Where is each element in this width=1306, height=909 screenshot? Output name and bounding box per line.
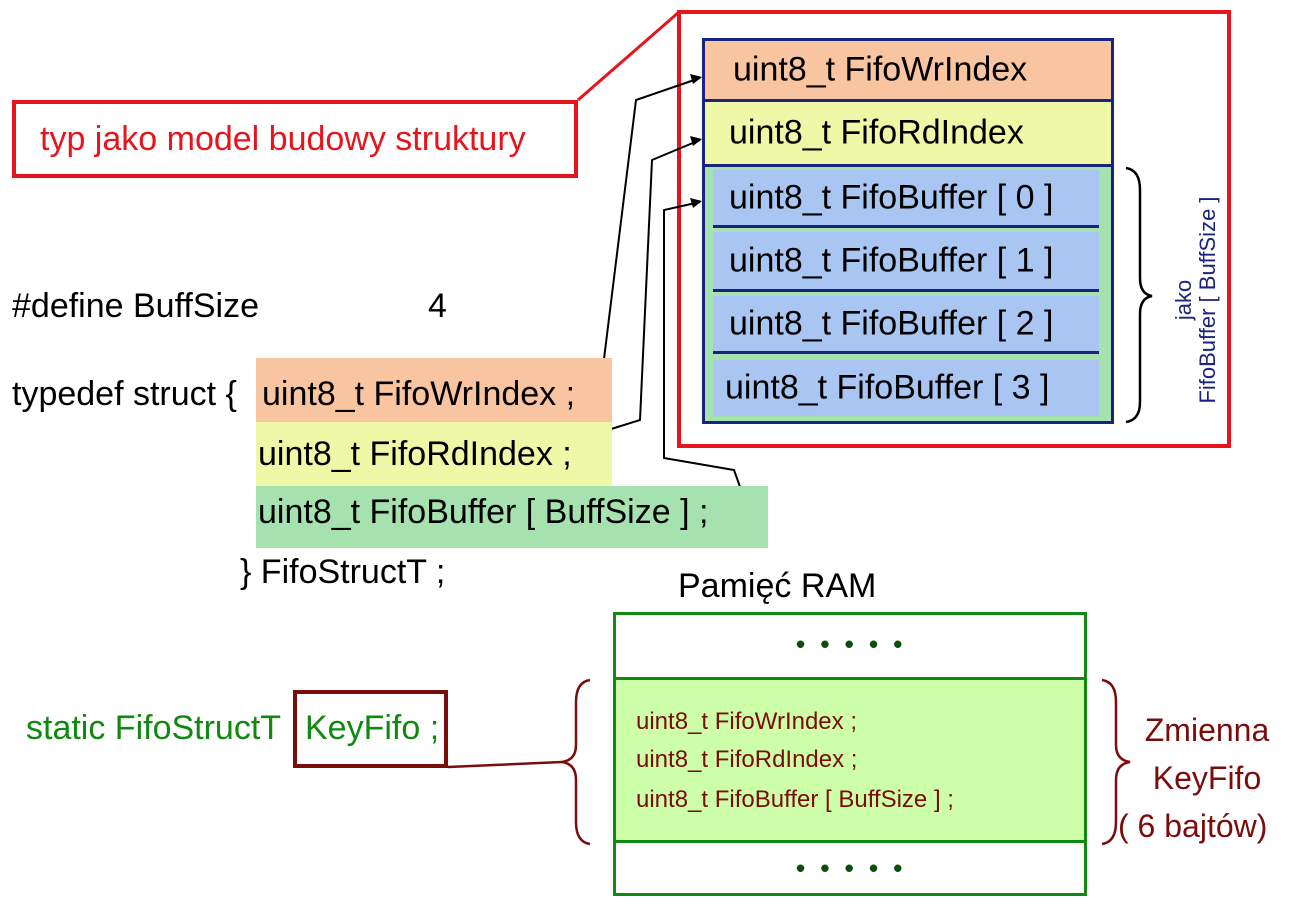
- ram-row-bottom: • • • • •: [616, 843, 1084, 893]
- title-box: typ jako model budowy struktury: [12, 100, 578, 178]
- ram-var-label-3: ( 6 bajtów): [1118, 808, 1268, 844]
- wr-arrow: [602, 77, 701, 368]
- ram-row-top: • • • • •: [616, 615, 1084, 677]
- ram-line-2: uint8_t FifoRdIndex ;: [636, 746, 858, 773]
- typedef-field-buf: uint8_t FifoBuffer [ BuffSize ] ;: [256, 486, 768, 548]
- model-cell-buf2: uint8_t FifoBuffer [ 2 ]: [713, 296, 1099, 354]
- buffer-brace: [1125, 166, 1153, 424]
- typedef-field-wr: uint8_t FifoWrIndex ;: [256, 358, 612, 422]
- rd-arrow-head: [690, 136, 702, 146]
- model-cell-wr-label: uint8_t FifoWrIndex: [733, 50, 1028, 89]
- typedef-field-rd-text: uint8_t FifoRdIndex ;: [258, 435, 572, 473]
- model-cell-buf0-label: uint8_t FifoBuffer [ 0 ]: [729, 178, 1054, 216]
- define-value: 4: [428, 287, 447, 325]
- ram-title: Pamięć RAM: [678, 567, 877, 605]
- model-cell-rd-label: uint8_t FifoRdIndex: [729, 113, 1024, 152]
- keyfifo-connector: [447, 760, 563, 769]
- wr-arrow-head: [690, 74, 702, 84]
- model-cell-buf1: uint8_t FifoBuffer [ 1 ]: [713, 232, 1099, 292]
- model-cell-buf3: uint8_t FifoBuffer [ 3 ]: [713, 360, 1099, 416]
- ram-var-label-2: KeyFifo: [1152, 760, 1262, 796]
- ram-var-label-1: Zmienna: [1144, 712, 1270, 748]
- typedef-open: typedef struct {: [12, 375, 237, 413]
- buffer-brace-label-2: FifoBuffer [ BuffSize ]: [1195, 196, 1220, 404]
- ram-dots-bottom: • • • • •: [796, 853, 907, 883]
- keyfifo-box: KeyFifo ;: [293, 690, 448, 768]
- define-keyword: #define BuffSize: [12, 287, 259, 325]
- typedef-field-wr-text: uint8_t FifoWrIndex ;: [262, 375, 576, 413]
- ram-dots-top: • • • • •: [796, 629, 907, 659]
- title-text: typ jako model budowy struktury: [40, 120, 526, 158]
- model-cell-rd: uint8_t FifoRdIndex: [702, 99, 1114, 167]
- model-cell-buf2-label: uint8_t FifoBuffer [ 2 ]: [729, 304, 1054, 342]
- declaration-prefix: static FifoStructT: [26, 709, 282, 747]
- ram-line-3: uint8_t FifoBuffer [ BuffSize ] ;: [636, 786, 954, 813]
- ram-var-label: Zmienna KeyFifo ( 6 bajtów): [1118, 706, 1292, 850]
- model-cell-buf3-label: uint8_t FifoBuffer [ 3 ]: [725, 368, 1050, 407]
- buf-arrow-head: [690, 198, 702, 208]
- buffer-brace-label-1: jako: [1171, 279, 1196, 321]
- title-connector-line: [577, 10, 680, 102]
- model-cell-buf0: uint8_t FifoBuffer [ 0 ]: [713, 170, 1099, 228]
- keyfifo-name: KeyFifo ;: [305, 709, 440, 747]
- model-cell-buf1-label: uint8_t FifoBuffer [ 1 ]: [729, 241, 1054, 279]
- ram-line-1: uint8_t FifoWrIndex ;: [636, 708, 857, 735]
- rd-arrow: [607, 139, 701, 431]
- typedef-field-buf-text: uint8_t FifoBuffer [ BuffSize ] ;: [258, 493, 709, 531]
- ram-left-brace: [561, 678, 591, 846]
- ram-variable-area: uint8_t FifoWrIndex ; uint8_t FifoRdInde…: [616, 677, 1084, 843]
- typedef-close: } FifoStructT ;: [240, 553, 446, 591]
- typedef-field-rd: uint8_t FifoRdIndex ;: [256, 422, 612, 486]
- model-cell-wr: uint8_t FifoWrIndex: [702, 38, 1114, 102]
